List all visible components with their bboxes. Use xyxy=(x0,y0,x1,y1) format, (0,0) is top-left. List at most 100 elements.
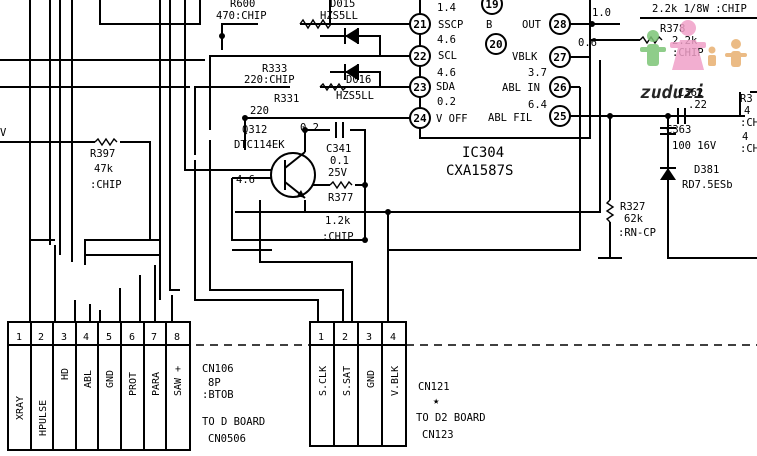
cn106-ref: CN106 xyxy=(202,363,234,375)
cn121-pin3-name: GND xyxy=(366,370,377,388)
capacitor-c362 xyxy=(677,108,686,124)
ic-pin-28: 28 xyxy=(549,13,571,35)
pin-name-b: B xyxy=(486,19,492,31)
r377-value: 1.2k xyxy=(325,215,351,227)
r377-ref: R377 xyxy=(328,192,353,204)
figure-tan-icon xyxy=(725,39,747,67)
wires xyxy=(0,0,757,346)
voltage-pin25: 6.4 xyxy=(528,99,547,111)
d016-part: HZS5LL xyxy=(336,90,374,102)
svg-text:26: 26 xyxy=(553,81,567,94)
svg-text:28: 28 xyxy=(553,18,566,31)
pin-name-abl-in: ABL IN xyxy=(502,82,540,94)
cn121-ref: CN121 xyxy=(418,381,450,393)
diode-d015 xyxy=(344,28,359,44)
ic-pin-27: 27 xyxy=(549,46,571,68)
voltage-pin28: 1.0 xyxy=(592,7,611,19)
pin-name-vblk: VBLK xyxy=(512,51,538,63)
connector-cn106 xyxy=(7,321,191,451)
d015-ref: D015 xyxy=(330,0,355,10)
r333-ref: R333 xyxy=(262,63,287,75)
d015-part: HZS5LL xyxy=(320,10,358,22)
capacitor-c341 xyxy=(335,122,344,138)
voltage-pin22: 4.6 xyxy=(437,34,456,46)
cn106-pin2-name: HPULSE xyxy=(38,400,49,436)
svg-text:23: 23 xyxy=(413,81,426,94)
pin-name-voff: V OFF xyxy=(436,113,468,125)
cn106-pin2-num: 2 xyxy=(38,332,44,343)
pin-name-abl-fil: ABL FIL xyxy=(488,112,532,124)
svg-text:24: 24 xyxy=(413,112,427,125)
cn106-pin5-num: 5 xyxy=(106,332,112,343)
voltage-pin24: 0.2 xyxy=(437,96,456,108)
q312-ref: Q312 xyxy=(242,124,267,136)
transistor-q312 xyxy=(270,130,316,199)
cn121-dest-ref: CN123 xyxy=(422,429,454,441)
r331-ref: R331 xyxy=(274,93,299,105)
d016-ref: D016 xyxy=(346,74,371,86)
cn106-pin3-name: HD xyxy=(60,368,71,380)
cn121-pin3-num: 3 xyxy=(366,332,372,343)
ic-pin-24: 24 xyxy=(409,107,431,129)
voltage-pin21: 1.4 xyxy=(437,2,456,14)
figure-green-icon xyxy=(640,30,666,66)
d381-part: RD7.5ESb xyxy=(682,179,733,191)
c341-ref: C341 xyxy=(326,143,351,155)
r-right-value: 4 xyxy=(744,105,750,117)
c341-voltage: 25V xyxy=(328,167,348,179)
pin-name-out: OUT xyxy=(522,19,542,31)
r331-value: 220 xyxy=(250,105,269,117)
cn121-pin2-num: 2 xyxy=(342,332,348,343)
cn106-pin4-num: 4 xyxy=(83,332,89,343)
cn106-pins: 8P xyxy=(208,377,221,389)
pin-name-sda: SDA xyxy=(436,81,456,93)
cn106-dest: TO D BOARD xyxy=(202,416,265,428)
cn121-pin2-name: S.SAT xyxy=(342,366,353,396)
r327-ref: R327 xyxy=(620,201,645,213)
svg-text:20: 20 xyxy=(489,38,502,51)
figure-small-icon xyxy=(708,46,716,66)
voltage-pin26: 3.7 xyxy=(528,67,547,79)
cn121-pin1-num: 1 xyxy=(318,332,324,343)
cn106-pin6-name: PROT xyxy=(128,372,139,396)
c-right-value: 4 xyxy=(742,131,748,143)
diode-d016 xyxy=(344,64,359,80)
cn121-mark: ★ xyxy=(433,395,440,407)
svg-text:21: 21 xyxy=(413,18,427,31)
cn106-pin4-name: ABL xyxy=(83,370,94,388)
r333-value: 220:CHIP xyxy=(244,74,295,86)
svg-text:19: 19 xyxy=(485,0,498,11)
ic304-body xyxy=(419,0,591,139)
cn106-dest-ref: CN0506 xyxy=(208,433,246,445)
cn121-pin4-num: 4 xyxy=(390,332,396,343)
ic-pin-26: 26 xyxy=(549,76,571,98)
r378-ref: R378 xyxy=(660,23,685,35)
r-right-ref: R3 xyxy=(740,93,753,105)
cn106-pin5-name: GND xyxy=(105,370,116,388)
c363-value: 100 16V xyxy=(672,140,717,152)
r327-value: 62k xyxy=(624,213,644,225)
c341-value: 0.1 xyxy=(330,155,349,167)
cn106-pin7-name: PARA xyxy=(151,372,162,396)
d381-ref: D381 xyxy=(694,164,719,176)
ic-part: CXA1587S xyxy=(446,163,513,179)
voltage-pin27: 0.6 xyxy=(578,37,597,49)
q312-vb: 4.6 xyxy=(236,174,255,186)
cn106-pin8-name: SAW + xyxy=(173,366,184,396)
left-voltage: V xyxy=(0,127,7,139)
junction-dots xyxy=(219,21,671,243)
ic-ref: IC304 xyxy=(462,145,504,161)
pin-name-sscp: SSCP xyxy=(438,19,463,31)
ic-pin-22: 22 xyxy=(409,45,431,67)
r327-note: :RN-CP xyxy=(618,227,656,239)
cn121-pin1-name: S.CLK xyxy=(318,366,329,396)
r600-ref: R600 xyxy=(230,0,255,10)
watermark-logo: zuduzi xyxy=(640,20,747,103)
r-right-note: :CH xyxy=(740,117,757,129)
cn106-pin8-num: 8 xyxy=(174,332,180,343)
ic-pin-25: 25 xyxy=(549,105,571,127)
svg-text:27: 27 xyxy=(553,51,566,64)
r377-note: :CHIP xyxy=(322,231,354,243)
cn106-pin1-num: 1 xyxy=(16,332,22,343)
watermark-text: zuduzi xyxy=(640,82,705,103)
